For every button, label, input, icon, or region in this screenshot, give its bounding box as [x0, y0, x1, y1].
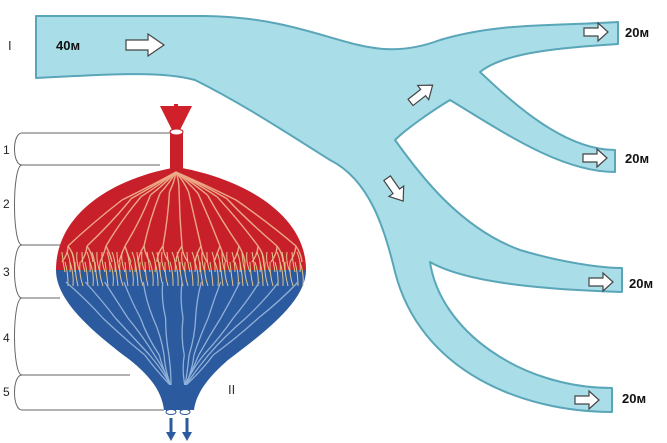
outlet-arrow-1-icon — [583, 21, 609, 43]
capillary-network — [61, 251, 304, 287]
outlet-arrow-2-icon — [582, 147, 608, 169]
label-inlet-flow: 40м — [56, 38, 80, 53]
branching-channel — [35, 15, 623, 413]
outlet-arrow-3-icon — [588, 271, 614, 293]
label-outlet-4: 20м — [622, 391, 646, 406]
vein-opening-left — [165, 409, 177, 415]
level-brackets — [14, 132, 170, 411]
label-outlet-2: 20м — [625, 151, 649, 166]
level-3: 3 — [3, 265, 10, 279]
label-roman-2: II — [228, 382, 235, 397]
flow-arrows — [125, 21, 614, 411]
inlet-arrow-icon — [125, 32, 166, 58]
branch-arrow-lower-icon — [383, 175, 405, 202]
level-2: 2 — [3, 197, 10, 211]
venule-branches — [65, 281, 299, 387]
level-1: 1 — [3, 143, 10, 157]
label-roman-1: I — [8, 38, 12, 53]
arteriole-branches — [61, 171, 303, 263]
branch-arrow-upper-icon — [407, 84, 434, 107]
vein-stem-left — [166, 385, 176, 413]
channel-shape — [35, 15, 623, 413]
label-outlet-3: 20м — [629, 276, 653, 291]
outlet-arrow-4-icon — [574, 389, 600, 411]
artery-stem — [170, 130, 183, 170]
level-5: 5 — [3, 385, 10, 399]
vein-opening-right — [179, 409, 191, 415]
arterial-zone — [56, 168, 306, 270]
label-outlet-1: 20м — [625, 25, 649, 40]
artery-opening — [169, 128, 184, 136]
microvascular-bed — [56, 104, 306, 441]
level-4: 4 — [3, 331, 10, 345]
vein-stem-right — [180, 385, 190, 413]
